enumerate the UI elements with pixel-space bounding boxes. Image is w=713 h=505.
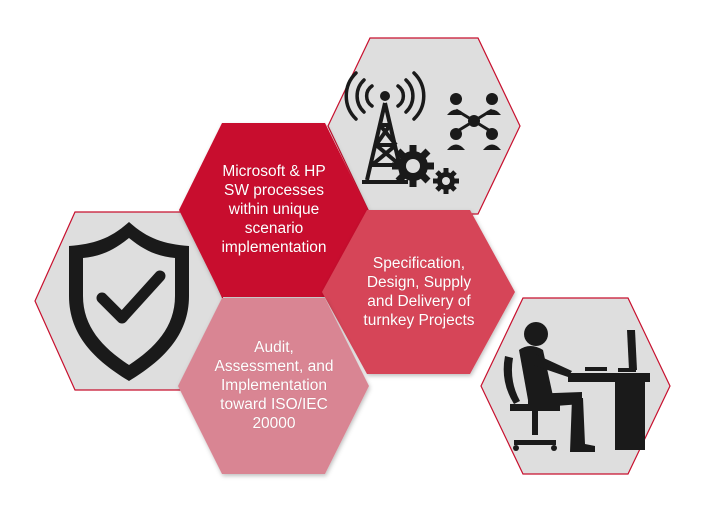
antenna-hexagon bbox=[327, 37, 521, 215]
hexagon-specification-label: Specification, Design, Supply and Delive… bbox=[363, 255, 475, 329]
hexagon-specification bbox=[322, 210, 515, 374]
hexagon-audit-label: Audit, Assessment, and Implementation to… bbox=[214, 339, 334, 432]
antenna-gears-network-icon bbox=[344, 71, 501, 194]
hexagon-audit bbox=[178, 298, 369, 474]
hexagon-microsoft-hp-label: Microsoft & HP SW processes within uniqu… bbox=[221, 163, 327, 256]
person-at-computer-icon bbox=[503, 322, 650, 452]
shield-check-icon bbox=[69, 222, 189, 381]
hexagon-microsoft-hp bbox=[179, 123, 368, 297]
